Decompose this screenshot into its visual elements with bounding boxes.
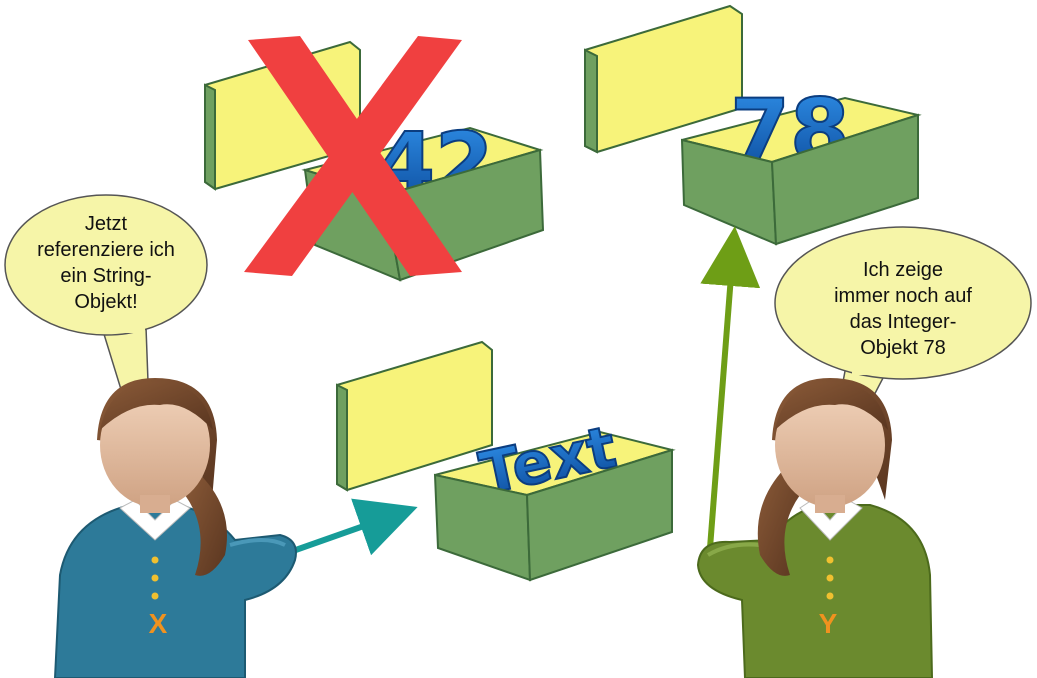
bubble-x-line-3: ein String- <box>60 265 151 287</box>
bubble-x-line-2: referenziere ich <box>37 239 175 261</box>
string-box-text: Text <box>337 342 672 580</box>
bubble-x-line-1: Jetzt <box>85 213 128 235</box>
bubble-y-line-4: Objekt 78 <box>860 337 946 359</box>
person-y-shirt <box>698 505 932 678</box>
person-y-avatar: Y <box>698 378 932 678</box>
person-x-label: X <box>149 608 168 639</box>
bubble-x-line-4: Objekt! <box>74 291 137 313</box>
integer-box-78: 78 <box>585 6 918 244</box>
person-x-avatar: X <box>55 378 296 678</box>
reference-arrow-x <box>290 515 395 552</box>
person-x-shirt <box>55 505 296 678</box>
person-y-label: Y <box>819 608 838 639</box>
bubble-y-line-2: immer noch auf <box>834 285 972 307</box>
bubble-y-line-1: Ich zeige <box>863 259 943 281</box>
reference-arrow-y <box>710 250 733 548</box>
bubble-y-line-3: das Integer- <box>850 311 957 333</box>
